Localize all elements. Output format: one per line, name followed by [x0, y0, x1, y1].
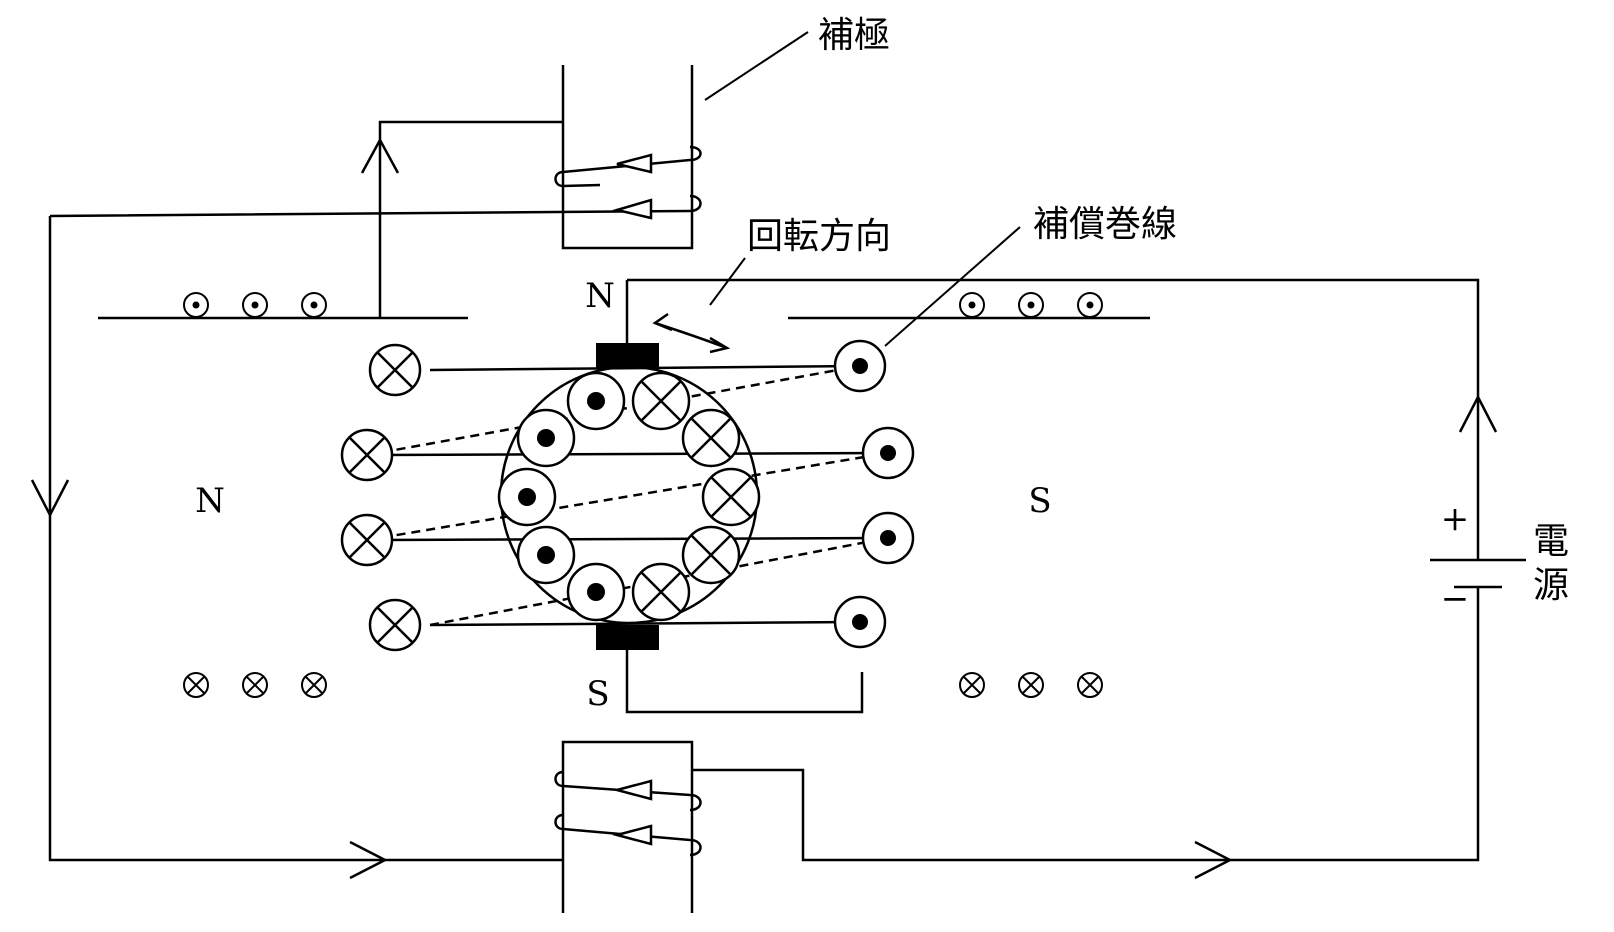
pole-coil-top-left [183, 292, 327, 318]
rotation-direction: 回転方向 [652, 216, 891, 354]
arrow-icon [612, 779, 653, 801]
brush-top [596, 343, 659, 368]
right-circuit: + − 電 源 [627, 278, 1569, 880]
arrow-icon [1458, 394, 1498, 433]
compensating-winding-left [340, 343, 422, 652]
brushes: N S [585, 276, 864, 714]
power-source-label-2: 源 [1533, 565, 1569, 606]
arrow-icon [652, 312, 673, 332]
armature-conductor-dot [497, 371, 626, 622]
pole-coil-bottom-left [183, 672, 327, 698]
main-pole-right-label: S [1028, 481, 1051, 521]
dot-icon [968, 301, 976, 309]
arrow-icon [709, 336, 731, 354]
interpole-bottom [554, 740, 702, 913]
dot-icon [192, 301, 200, 309]
main-pole-right: S [788, 292, 1150, 698]
main-pole-left: N [98, 292, 468, 698]
arrow-icon [612, 824, 653, 846]
compensating-winding-right: 補償巻線 [833, 204, 1177, 649]
interpole-top: 補極 [49, 15, 890, 318]
arrow-icon [30, 479, 70, 518]
battery-minus: − [1441, 579, 1470, 619]
pole-coil-top-right [959, 292, 1103, 318]
pole-coil-bottom-right [959, 672, 1103, 698]
armature-conductor-cross [631, 371, 761, 622]
arrow-icon [616, 153, 653, 174]
dot-icon [310, 301, 318, 309]
interpole-label: 補極 [818, 15, 890, 56]
arrow-icon [612, 198, 653, 220]
compensating-winding-lines [366, 364, 889, 627]
battery-plus: + [1441, 499, 1470, 539]
main-pole-left-label: N [195, 481, 225, 521]
left-circuit [30, 216, 563, 880]
arrow-icon [349, 840, 388, 880]
dot-icon [1086, 301, 1094, 309]
rotation-label: 回転方向 [747, 216, 891, 257]
dot-icon [1027, 301, 1035, 309]
power-source-label-1: 電 [1533, 521, 1569, 562]
armature [497, 365, 761, 625]
arrow-icon [1194, 840, 1233, 880]
interpole-bottom-polarity: S [586, 674, 609, 714]
arrow-icon [360, 137, 400, 174]
interpole-top-polarity: N [585, 276, 615, 316]
dot-icon [251, 301, 259, 309]
brush-bottom [596, 625, 659, 650]
compensating-winding-label: 補償巻線 [1033, 204, 1177, 245]
